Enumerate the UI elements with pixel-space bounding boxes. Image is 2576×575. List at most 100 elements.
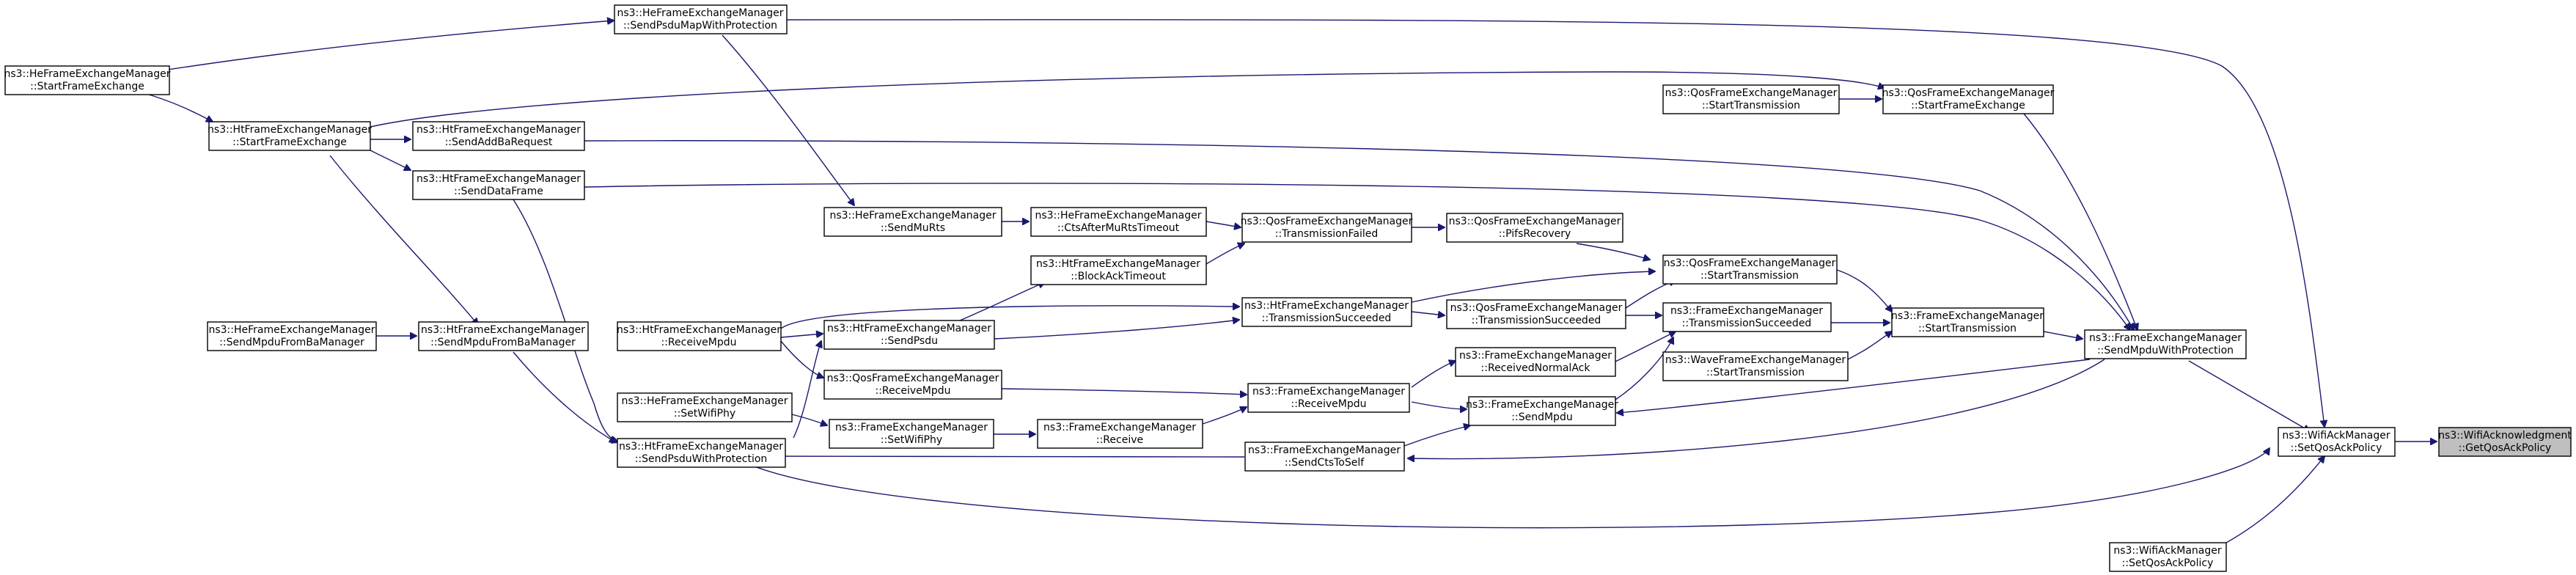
edge-fem-rmpdu-to-fem-rna xyxy=(1411,361,1456,388)
edge-fem-recv-to-fem-rmpdu xyxy=(1202,407,1247,425)
node-label-line1: ns3::HeFrameExchangeManager xyxy=(829,210,996,221)
node-fem-transmission-succeeded[interactable]: ns3::FrameExchangeManager ::Transmission… xyxy=(1662,302,1832,332)
node-he-start-frame-exchange[interactable]: ns3::HeFrameExchangeManager ::StartFrame… xyxy=(4,65,171,95)
node-label-line1: ns3::QosFrameExchangeManager xyxy=(827,373,999,384)
node-label-line1: ns3::HeFrameExchangeManager xyxy=(617,7,783,19)
node-fem-start-transmission[interactable]: ns3::FrameExchangeManager ::StartTransmi… xyxy=(1891,307,2044,337)
node-ht-send-data-frame[interactable]: ns3::HtFrameExchangeManager ::SendDataFr… xyxy=(412,170,585,200)
node-qos-pifs-recovery[interactable]: ns3::QosFrameExchangeManager ::PifsRecov… xyxy=(1446,213,1623,243)
edge-he-sfe-to-ht-sfe xyxy=(146,93,213,122)
node-label-line2: ::CtsAfterMuRtsTimeout xyxy=(1057,222,1180,234)
edge-qos-rmpdu-to-fem-rmpdu xyxy=(1001,388,1247,395)
edge-ht-saddba-to-fem-smwp xyxy=(584,140,2134,330)
node-label-line2: ::StartTransmission xyxy=(1706,367,1805,378)
node-label-line1: ns3::WifiAckManager xyxy=(2282,430,2390,442)
nodes: ns3::WifiAcknowledgment ::GetQosAckPolic… xyxy=(4,4,2572,572)
node-ht-transmission-succeeded[interactable]: ns3::HtFrameExchangeManager ::Transmissi… xyxy=(1241,297,1412,327)
node-qos-start-frame-exchange[interactable]: ns3::QosFrameExchangeManager ::StartFram… xyxy=(1882,84,2055,114)
node-label-line2: ::SetQosAckPolicy xyxy=(2122,557,2214,569)
node-label-line1: ns3::FrameExchangeManager xyxy=(1670,305,1823,317)
node-label-line2: ::StartFrameExchange xyxy=(1911,100,2025,111)
node-label-line1: ns3::QosFrameExchangeManager xyxy=(1241,216,1413,227)
edge-ht-smfbm-to-ht-spwp xyxy=(513,351,616,442)
edges xyxy=(120,19,2437,543)
node-he-send-mpdu-from-ba-manager[interactable]: ns3::HeFrameExchangeManager ::SendMpduFr… xyxy=(207,321,377,351)
node-qos-start-transmission-top[interactable]: ns3::QosFrameExchangeManager ::StartTran… xyxy=(1662,84,1840,114)
node-qos-receive-mpdu[interactable]: ns3::QosFrameExchangeManager ::ReceiveMp… xyxy=(823,370,1002,400)
node-label-line2: ::StartFrameExchange xyxy=(232,136,347,148)
edge-he-spmwp-to-he-smurts xyxy=(722,34,854,205)
node-label-line1: ns3::HtFrameExchangeManager xyxy=(1244,300,1409,312)
edge-ht-rmpdu-to-ht-spsdu xyxy=(780,334,823,337)
edge-he-spmwp-to-wam-set xyxy=(786,19,2324,427)
node-fem-receive[interactable]: ns3::FrameExchangeManager ::Receive xyxy=(1037,419,1203,449)
node-ht-receive-mpdu[interactable]: ns3::HtFrameExchangeManager ::ReceiveMpd… xyxy=(617,321,782,351)
node-label-line2: ::SendDataFrame xyxy=(454,186,543,197)
node-label-line1: ns3::HeFrameExchangeManager xyxy=(1035,210,1201,221)
node-label-line2: ::SetWifiPhy xyxy=(674,408,735,420)
node-qos-transmission-succeeded[interactable]: ns3::QosFrameExchangeManager ::Transmiss… xyxy=(1446,299,1626,329)
node-ht-send-add-ba-request[interactable]: ns3::HtFrameExchangeManager ::SendAddBaR… xyxy=(412,121,585,151)
edge-ht-sdf-to-ht-spwp xyxy=(513,199,618,442)
edge-ht-rmpdu-to-ht-ts xyxy=(780,306,1239,329)
edge-fem-smwp-to-wam-set xyxy=(2188,360,2310,431)
node-label-line2: ::ReceiveMpdu xyxy=(661,337,737,348)
node-label-line1: ns3::QosFrameExchangeManager xyxy=(1664,257,1836,269)
node-fem-receive-mpdu[interactable]: ns3::FrameExchangeManager ::ReceiveMpdu xyxy=(1247,383,1410,413)
node-qos-transmission-failed[interactable]: ns3::QosFrameExchangeManager ::Transmiss… xyxy=(1241,213,1413,243)
edge-qos-sfe-to-fem-smwp xyxy=(2023,113,2138,330)
node-qos-start-transmission-mid[interactable]: ns3::QosFrameExchangeManager ::StartTran… xyxy=(1662,254,1838,285)
node-fem-send-mpdu[interactable]: ns3::FrameExchangeManager ::SendMpdu xyxy=(1466,396,1618,426)
node-label-line1: ns3::HtFrameExchangeManager xyxy=(619,441,783,453)
node-wifi-acknowledgment-get-qos-ack-policy[interactable]: ns3::WifiAcknowledgment ::GetQosAckPolic… xyxy=(2438,427,2572,457)
node-he-send-mu-rts[interactable]: ns3::HeFrameExchangeManager ::SendMuRts xyxy=(823,207,1002,237)
edge-qos-pifs-to-qos-st-mid xyxy=(1576,243,1650,260)
edge-fem-rmpdu-to-fem-smpdu xyxy=(1411,401,1467,409)
node-wifi-ack-manager-set-qos-ack-policy[interactable]: ns3::WifiAckManager ::SetQosAckPolicy xyxy=(2278,427,2396,457)
node-wifi-ack-manager-set-qos-ack-policy-2[interactable]: ns3::WifiAckManager ::SetQosAckPolicy xyxy=(2109,542,2227,572)
node-label-line2: ::StartTransmission xyxy=(1702,100,1800,111)
edge-ht-spsdu-to-ht-ts xyxy=(994,320,1239,340)
node-label-line2: ::ReceiveMpdu xyxy=(876,385,951,397)
node-label-line1: ns3::HtFrameExchangeManager xyxy=(208,124,372,136)
node-label-line2: ::SendMuRts xyxy=(881,222,945,234)
node-fem-received-normal-ack[interactable]: ns3::FrameExchangeManager ::ReceivedNorm… xyxy=(1455,347,1616,377)
node-label-line1: ns3::QosFrameExchangeManager xyxy=(1665,87,1838,99)
node-label-line2: ::ReceiveMpdu xyxy=(1291,398,1367,410)
node-label-line1: ns3::HtFrameExchangeManager xyxy=(827,323,991,334)
node-ht-send-psdu-with-protection[interactable]: ns3::HtFrameExchangeManager ::SendPsduWi… xyxy=(617,438,786,468)
node-he-cts-after-mu-rts-timeout[interactable]: ns3::HeFrameExchangeManager ::CtsAfterMu… xyxy=(1030,207,1207,237)
node-label-line1: ns3::FrameExchangeManager xyxy=(1466,399,1618,411)
node-label-line2: ::GetQosAckPolicy xyxy=(2459,442,2552,454)
node-label-line2: ::SendPsdu xyxy=(881,335,938,347)
edge-he-swp-to-fem-swp xyxy=(791,414,827,425)
edge-fem-scts-to-fem-smpdu xyxy=(1403,425,1470,447)
edge-fem-smwp-to-fem-scts xyxy=(1408,359,2105,459)
node-label-line2: ::SendMpduFromBaManager xyxy=(430,337,576,348)
node-wave-start-transmission[interactable]: ns3::WaveFrameExchangeManager ::StartTra… xyxy=(1662,351,1849,381)
node-fem-send-cts-to-self[interactable]: ns3::FrameExchangeManager ::SendCtsToSel… xyxy=(1244,442,1405,472)
node-ht-send-psdu[interactable]: ns3::HtFrameExchangeManager ::SendPsdu xyxy=(823,320,995,350)
edge-qos-st-mid-to-fem-st xyxy=(1836,269,1892,312)
node-he-send-psdu-map-with-protection[interactable]: ns3::HeFrameExchangeManager ::SendPsduMa… xyxy=(614,4,788,34)
edge-ht-sfe-to-ht-sdf xyxy=(370,150,411,170)
edge-fem-scts-to-ht-spwp xyxy=(743,456,1245,458)
edge-wave-st-to-fem-st xyxy=(1847,332,1892,360)
node-label-line1: ns3::FrameExchangeManager xyxy=(835,422,988,433)
node-ht-block-ack-timeout[interactable]: ns3::HtFrameExchangeManager ::BlockAckTi… xyxy=(1030,255,1207,285)
edge-fem-smpdu-to-fem-ts xyxy=(1615,337,1673,400)
node-ht-send-mpdu-from-ba-manager[interactable]: ns3::HtFrameExchangeManager ::SendMpduFr… xyxy=(418,321,589,351)
node-he-set-wifi-phy[interactable]: ns3::HeFrameExchangeManager ::SetWifiPhy xyxy=(617,392,793,422)
edge-ht-sfe-to-ht-smfbm xyxy=(329,155,478,325)
node-fem-send-mpdu-with-protection[interactable]: ns3::FrameExchangeManager ::SendMpduWith… xyxy=(2084,329,2247,359)
node-label-line2: ::StartTransmission xyxy=(1700,270,1799,282)
node-label-line1: ns3::HtFrameExchangeManager xyxy=(417,124,581,136)
node-label-line1: ns3::QosFrameExchangeManager xyxy=(1449,216,1621,227)
node-label-line2: ::TransmissionSucceeded xyxy=(1262,312,1392,324)
edge-fem-smwp-to-fem-smpdu xyxy=(1617,359,2091,413)
node-ht-start-frame-exchange[interactable]: ns3::HtFrameExchangeManager ::StartFrame… xyxy=(208,121,372,151)
node-fem-set-wifi-phy[interactable]: ns3::FrameExchangeManager ::SetWifiPhy xyxy=(829,419,994,449)
node-label-line1: ns3::QosFrameExchangeManager xyxy=(1882,87,2055,99)
node-label-line2: ::SendMpdu xyxy=(1511,411,1572,423)
edge-wam-set2-to-wam-set xyxy=(2225,456,2324,543)
